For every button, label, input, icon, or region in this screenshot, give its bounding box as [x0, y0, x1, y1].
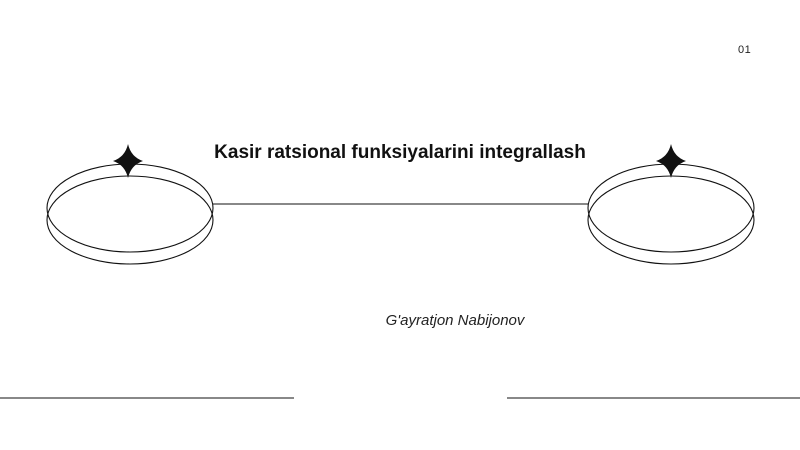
author-name: G'ayratjon Nabijonov — [385, 312, 525, 329]
left-ring-front — [46, 163, 214, 253]
left-ring-back — [46, 175, 214, 265]
four-point-star-icon — [113, 144, 143, 178]
left-ring-decoration — [46, 163, 214, 265]
page-number: 01 — [738, 44, 752, 56]
right-ring-back — [587, 175, 755, 265]
slide-title: Kasir ratsional funksiyalarini integrall… — [214, 142, 586, 163]
four-point-star-icon — [656, 144, 686, 178]
right-ring-decoration — [587, 163, 755, 265]
